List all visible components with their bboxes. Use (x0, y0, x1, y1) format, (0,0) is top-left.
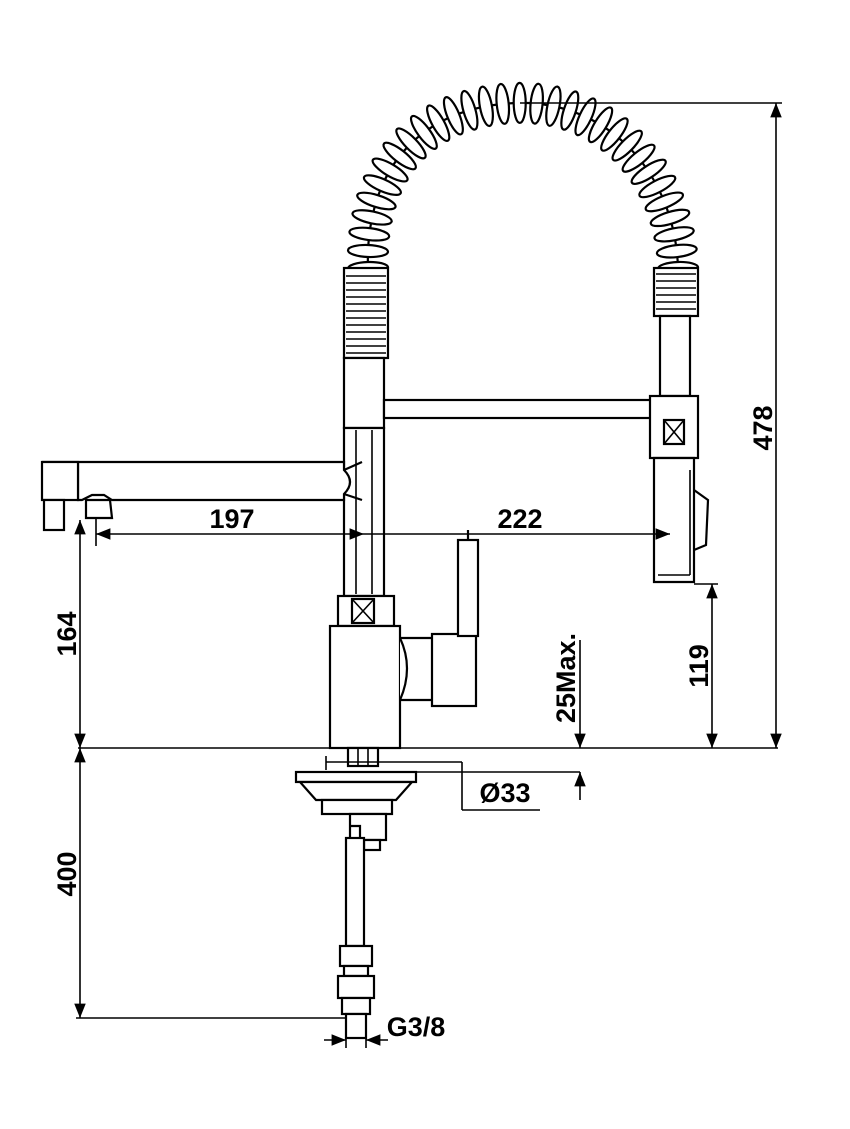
dim-spray-reach-label: 222 (497, 504, 542, 534)
coil-turn (346, 243, 390, 259)
spray-support-arm (382, 398, 654, 420)
coil-turn (655, 243, 698, 259)
spring-coil (346, 81, 700, 276)
coil-turn (587, 106, 614, 144)
dim-hole-diameter: Ø33 (325, 756, 540, 811)
coil-turn (621, 143, 656, 173)
dim-connection-thread: G3/8 (324, 1012, 445, 1048)
coil-turn (362, 174, 402, 196)
coil-turn (460, 89, 479, 131)
dim-spout-height-label: 164 (52, 611, 82, 656)
dim-spray-height-label: 119 (684, 644, 714, 688)
dim-total-height: 478 (520, 102, 782, 748)
coil-turn (653, 226, 695, 243)
coil-turn (348, 226, 391, 242)
spray-head (648, 266, 710, 584)
coil-turn (495, 82, 511, 125)
coil-turn (574, 97, 597, 137)
coil-turn (630, 158, 667, 185)
left-coil-collar (342, 266, 390, 430)
dim-total-height-label: 478 (748, 405, 778, 450)
coil-turn (477, 85, 494, 128)
coil-turn (356, 191, 397, 211)
dim-spout-reach-label: 197 (209, 504, 254, 534)
coil-turn (638, 174, 677, 199)
dim-spray-height: 119 (684, 583, 718, 748)
dim-hose-length: 400 (52, 748, 346, 1019)
dim-deck-thickness-label: 25Max. (551, 633, 581, 723)
dim-connection-thread-label: G3/8 (387, 1012, 446, 1042)
coil-turn (351, 209, 393, 226)
handle-lever (430, 530, 480, 708)
coil-turn (611, 129, 643, 162)
dim-hole-diameter-label: Ø33 (479, 778, 530, 808)
coil-turn (545, 85, 562, 127)
coil-turn (644, 191, 685, 213)
mounting-hardware (294, 746, 418, 852)
coil-turn (600, 117, 629, 152)
faucet-column (342, 426, 386, 598)
dim-horizontal-reach: 197 222 (95, 504, 670, 546)
coil-turn (395, 127, 427, 160)
dim-deck-thickness: 25Max. (551, 633, 586, 800)
coil-turn (409, 114, 438, 150)
coil-turn (426, 104, 451, 143)
coil-turn (649, 208, 691, 228)
coil-turn (560, 90, 580, 131)
supply-hose (336, 836, 376, 1040)
spout (40, 460, 363, 532)
coil-turn (382, 141, 417, 171)
dim-hose-length-label: 400 (52, 851, 82, 896)
dim-spout-height: 164 (52, 520, 86, 748)
coil-turn (442, 96, 464, 136)
coil-turn (371, 157, 409, 183)
valve-body (328, 594, 440, 750)
